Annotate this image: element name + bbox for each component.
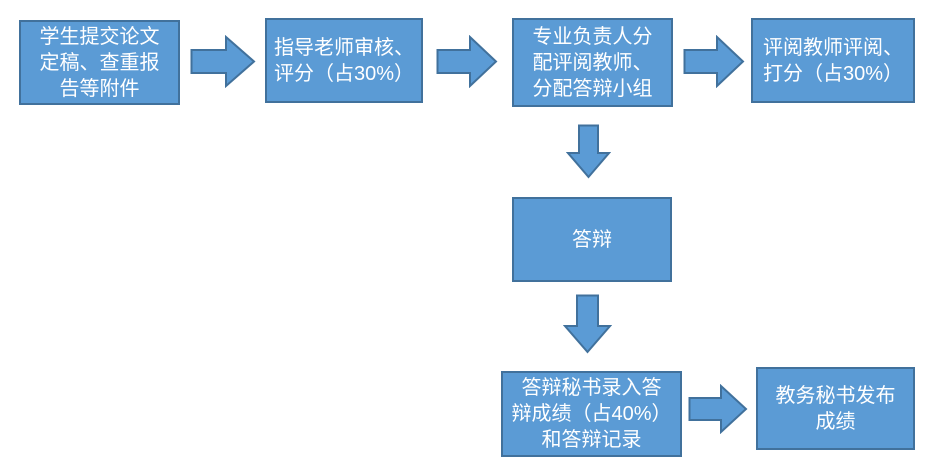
node-student-submit: 学生提交论文 定稿、查重报 告等附件 <box>19 20 180 105</box>
arrow-down-icon <box>563 294 612 354</box>
arrow-right-shape <box>190 35 256 88</box>
arrow-right-shape <box>688 384 748 434</box>
arrow-down-shape <box>566 124 611 179</box>
node-label: 教务秘书发布 成绩 <box>775 384 896 433</box>
arrow-right-icon <box>688 384 748 434</box>
arrow-down-shape <box>563 294 612 354</box>
node-label: 评阅教师评阅、 打分（占30%） <box>762 36 904 85</box>
arrow-right-icon <box>190 35 256 88</box>
arrow-down-icon <box>566 124 611 179</box>
node-label: 答辩 <box>572 228 612 251</box>
node-advisor-review: 指导老师审核、 评分（占30%） <box>265 18 423 103</box>
node-assign-reviewers: 专业负责人分 配评阅教师、 分配答辩小组 <box>512 18 673 107</box>
node-label: 专业负责人分 配评阅教师、 分配答辩小组 <box>532 25 653 100</box>
arrow-right-icon <box>436 35 498 88</box>
node-label: 答辩秘书录入答 辩成绩（占40%） 和答辩记录 <box>511 377 672 451</box>
node-secretary-record: 答辩秘书录入答 辩成绩（占40%） 和答辩记录 <box>501 371 682 457</box>
node-label: 指导老师审核、 评分（占30%） <box>273 36 415 85</box>
node-defense: 答辩 <box>512 197 672 282</box>
arrow-right-shape <box>436 35 498 88</box>
node-reviewer-scoring: 评阅教师评阅、 打分（占30%） <box>751 18 915 103</box>
node-publish-grades: 教务秘书发布 成绩 <box>756 367 915 450</box>
arrow-right-shape <box>683 35 745 88</box>
node-label: 学生提交论文 定稿、查重报 告等附件 <box>39 25 160 100</box>
arrow-right-icon <box>683 35 745 88</box>
